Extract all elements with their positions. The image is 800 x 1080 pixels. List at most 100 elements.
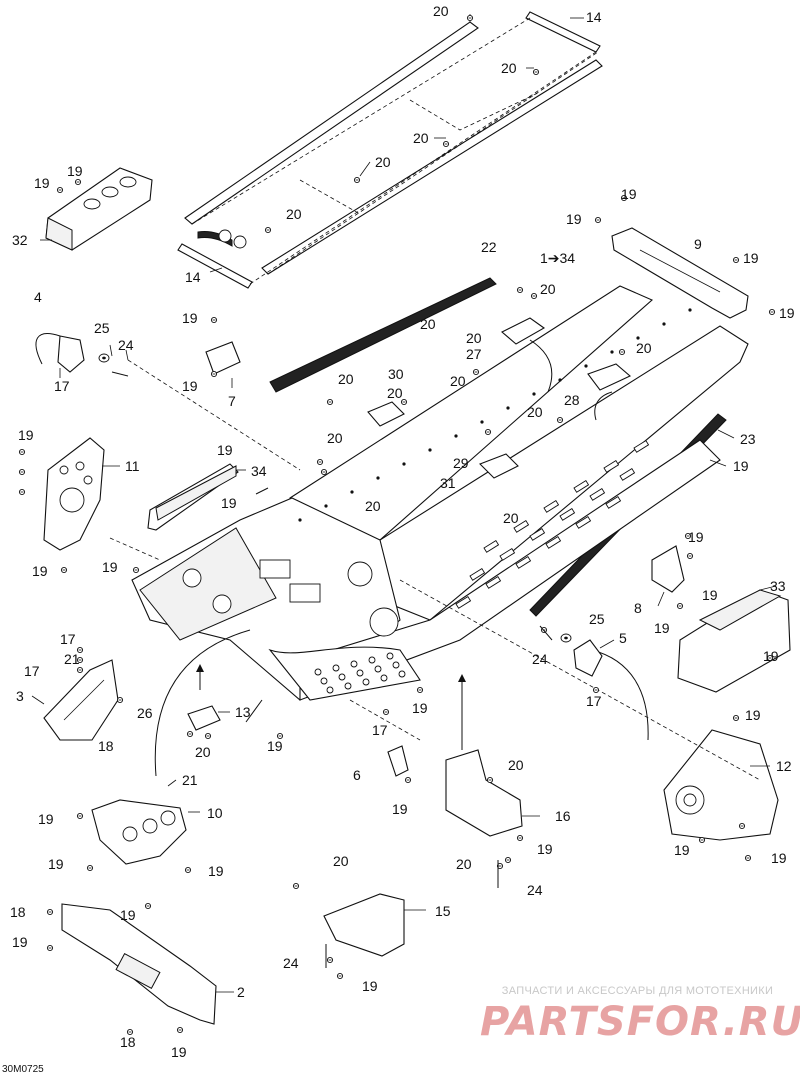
drawing-code: 30M0725 bbox=[2, 1064, 44, 1075]
callout-c27: 19 bbox=[182, 378, 198, 394]
callout-c47: 19 bbox=[32, 563, 48, 579]
callout-19-lower-center: 19 bbox=[120, 907, 136, 923]
callout-c16: 19 bbox=[743, 250, 759, 266]
callout-c82: 19 bbox=[537, 841, 553, 857]
callout-c45: 20 bbox=[365, 498, 381, 514]
callout-c68: 18 bbox=[98, 738, 114, 754]
callout-c30: 30 bbox=[388, 366, 404, 382]
callout-c74: 12 bbox=[776, 758, 792, 774]
callout-c07: 19 bbox=[34, 175, 50, 191]
callout-c17: 19 bbox=[779, 305, 795, 321]
callout-c49: 19 bbox=[688, 529, 704, 545]
rubber-strip-part-22 bbox=[269, 277, 497, 393]
callout-c35: 11 bbox=[125, 458, 140, 474]
callout-c44: 19 bbox=[221, 495, 237, 511]
tunnel-chassis bbox=[131, 285, 749, 701]
callout-c04: 20 bbox=[413, 130, 429, 146]
callout-c22: 24 bbox=[118, 337, 134, 353]
callout-c21: 25 bbox=[94, 320, 110, 336]
callout-c20: 19 bbox=[182, 310, 198, 326]
handle-part-4 bbox=[35, 333, 85, 373]
callout-c34: 19 bbox=[18, 427, 34, 443]
bracket-part-34 bbox=[147, 463, 239, 531]
callout-c01: 20 bbox=[433, 3, 449, 19]
rail-part-2 bbox=[61, 903, 217, 1025]
callout-c63: 26 bbox=[137, 705, 153, 721]
callout-c80: 19 bbox=[674, 842, 690, 858]
callout-c71: 21 bbox=[182, 772, 198, 788]
callout-c37: 20 bbox=[527, 404, 543, 420]
callout-c83: 19 bbox=[771, 850, 787, 866]
callout-c03: 20 bbox=[501, 60, 517, 76]
watermark-caption: ЗАПЧАСТИ И АКСЕССУАРЫ ДЛЯ МОТОТЕХНИКИ bbox=[501, 985, 774, 997]
callout-c84: 20 bbox=[333, 853, 349, 869]
callout-c78: 19 bbox=[38, 811, 54, 827]
callout-c46: 20 bbox=[503, 510, 519, 526]
bracket-part-8 bbox=[651, 545, 685, 593]
callout-c15: 9 bbox=[694, 236, 702, 252]
callout-c38: 23 bbox=[740, 431, 756, 447]
callout-c08: 20 bbox=[286, 206, 302, 222]
bracket-part-33 bbox=[677, 589, 791, 693]
callout-c50: 19 bbox=[733, 458, 749, 474]
callout-c29: 20 bbox=[338, 371, 354, 387]
callout-c65: 19 bbox=[763, 648, 779, 664]
callout-c54: 19 bbox=[654, 620, 670, 636]
callout-c76: 10 bbox=[207, 805, 223, 821]
callout-c60: 24 bbox=[532, 651, 548, 667]
callout-c41: 29 bbox=[453, 455, 469, 471]
callout-c58: 21 bbox=[64, 651, 80, 667]
callout-c14: 19 bbox=[566, 211, 582, 227]
leader-lines bbox=[31, 14, 777, 993]
callout-c64: 13 bbox=[235, 704, 251, 720]
small-brackets bbox=[187, 317, 632, 777]
fasteners bbox=[18, 14, 776, 1036]
callout-c66: 17 bbox=[372, 722, 388, 738]
callout-c57: 5 bbox=[619, 630, 627, 646]
callout-c26: 17 bbox=[54, 378, 70, 394]
callout-c36: 20 bbox=[387, 385, 403, 401]
callout-c25: 27 bbox=[466, 346, 482, 362]
callout-c18: 4 bbox=[34, 289, 42, 305]
tunnel-reinforcement-part-14 bbox=[177, 11, 603, 289]
side-plate-part-11 bbox=[43, 437, 105, 551]
callout-c33: 28 bbox=[564, 392, 580, 408]
callout-c09: 32 bbox=[12, 232, 28, 248]
callout-c72: 6 bbox=[353, 767, 361, 783]
callout-c02: 14 bbox=[586, 9, 602, 25]
handle-part-5 bbox=[573, 639, 649, 741]
callout-c55: 17 bbox=[60, 631, 76, 647]
callout-c91: 19 bbox=[362, 978, 378, 994]
callout-19-lower-right: 19 bbox=[208, 863, 224, 879]
callout-c40: 34 bbox=[251, 463, 267, 479]
callout-c81: 20 bbox=[456, 856, 472, 872]
callout-c52: 33 bbox=[770, 578, 786, 594]
callout-c31: 20 bbox=[450, 373, 466, 389]
callout-c86: 18 bbox=[10, 904, 26, 920]
watermark: ЗАПЧАСТИ И АКСЕССУАРЫ ДЛЯ МОТОТЕХНИКИ PA… bbox=[480, 985, 800, 1045]
callout-c42: 20 bbox=[327, 430, 343, 446]
bracket-part-16 bbox=[445, 749, 523, 837]
callout-c90: 2 bbox=[237, 984, 245, 1000]
callout-c56: 25 bbox=[589, 611, 605, 627]
callout-c61: 17 bbox=[586, 693, 602, 709]
callout-c77: 16 bbox=[555, 808, 571, 824]
callout-c12: 1➔34 bbox=[540, 250, 576, 266]
callout-c10: 14 bbox=[185, 269, 201, 285]
callout-c70: 19 bbox=[267, 738, 283, 754]
bracket-part-10 bbox=[91, 799, 187, 865]
callout-c43: 31 bbox=[440, 475, 456, 491]
callout-c05: 20 bbox=[375, 154, 391, 170]
callout-c51: 8 bbox=[634, 600, 642, 616]
callout-c85: 24 bbox=[527, 882, 543, 898]
callout-c19: 20 bbox=[540, 281, 556, 297]
callout-c92: 18 bbox=[120, 1034, 136, 1050]
callout-c28: 7 bbox=[228, 393, 236, 409]
callout-c39: 19 bbox=[217, 442, 233, 458]
bracket-part-32 bbox=[45, 167, 153, 251]
callout-c32: 20 bbox=[636, 340, 652, 356]
callout-c79: 19 bbox=[392, 801, 408, 817]
callout-c88: 19 bbox=[12, 934, 28, 950]
callout-c11: 22 bbox=[481, 239, 497, 255]
